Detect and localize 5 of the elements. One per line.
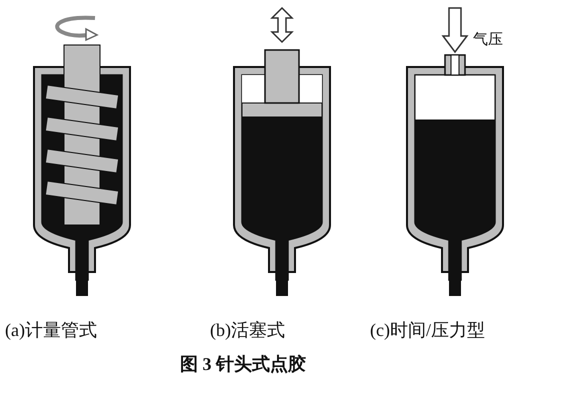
subfigure-caption: (a)计量管式 [5,319,97,342]
subfigure-caption: (b)活塞式 [210,319,285,342]
figure-caption: 图 3 针头式点胶 [180,353,306,376]
pressure-label: 气压 [473,31,503,49]
subfigure-caption: (c)时间/压力型 [370,319,485,342]
